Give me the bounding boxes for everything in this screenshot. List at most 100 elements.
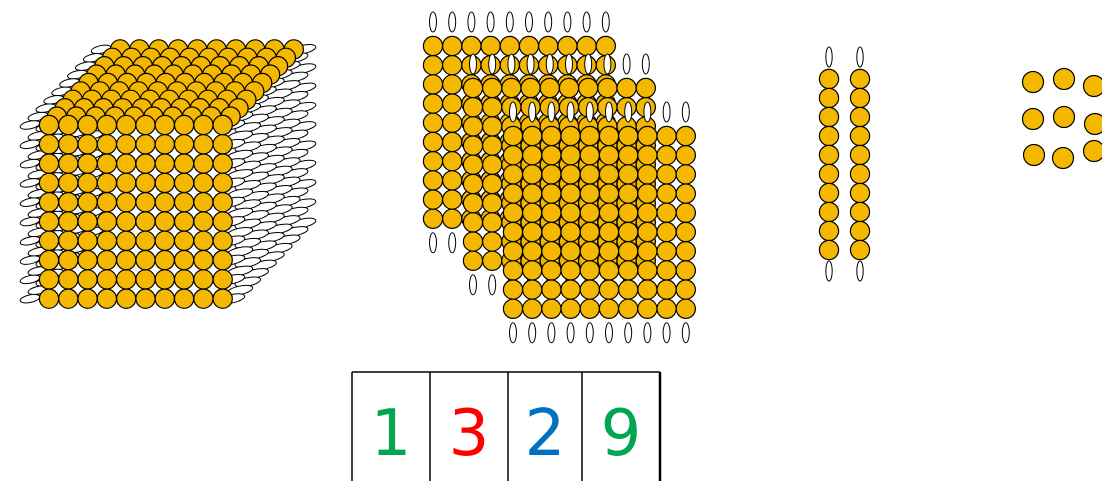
wire-loop [529,323,536,343]
bead [657,165,676,184]
unit-bead [1023,109,1044,130]
bead [503,222,522,241]
bead [542,203,561,222]
wire-loop [470,275,477,295]
bead [579,78,598,97]
wire-loop [449,233,456,253]
bead [850,107,869,126]
bead [483,136,502,155]
bead [423,36,442,55]
bead [676,222,695,241]
bead [636,78,655,97]
bead [39,270,58,289]
bead [638,165,657,184]
wire-loop [470,54,477,74]
bead [819,202,838,221]
bead [59,212,78,231]
bead [577,36,596,55]
bead [155,135,174,154]
bead [676,146,695,165]
bead [503,280,522,299]
wire-loop [430,12,437,32]
bead [676,165,695,184]
bead [561,242,580,261]
bead [443,94,462,113]
bead [59,270,78,289]
bead [819,126,838,145]
bead [596,36,615,55]
bead [117,154,136,173]
bead [175,193,194,212]
wire-loop [606,102,613,122]
bead [443,75,462,94]
bead [558,36,577,55]
bead [78,193,97,212]
bead [819,88,838,107]
bead [523,184,542,203]
bead [155,173,174,192]
bead [175,270,194,289]
bead [502,78,521,97]
unit-bead [1053,148,1074,169]
bead [819,183,838,202]
bead [443,171,462,190]
bead [599,126,618,145]
bead [483,251,502,270]
bead [136,212,155,231]
bead [59,251,78,270]
wire-loop [430,233,437,253]
bead [619,261,638,280]
bead [117,135,136,154]
bead [39,231,58,250]
bead [580,146,599,165]
bead [850,202,869,221]
bead [443,36,462,55]
bead [619,299,638,318]
bead [561,165,580,184]
wire-loop [508,54,515,74]
bead [580,203,599,222]
bead [519,36,538,55]
bead [619,165,638,184]
bead [542,299,561,318]
bead [97,231,116,250]
bead [599,146,618,165]
bead [542,146,561,165]
bead [638,146,657,165]
bead [619,184,638,203]
bead [443,132,462,151]
bead [463,117,482,136]
bead [580,280,599,299]
wire-loop [585,54,592,74]
bead [850,183,869,202]
bead [483,213,502,232]
bead [78,289,97,308]
wire-loop [19,293,40,305]
bead [194,173,213,192]
bead [617,78,636,97]
wire-loop [586,102,593,122]
bead [463,194,482,213]
bead [423,113,442,132]
bead [676,261,695,280]
bead [175,154,194,173]
bead [175,115,194,134]
wire-loop [566,54,573,74]
bead [39,251,58,270]
wire-loop [583,12,590,32]
bead [59,231,78,250]
bead [194,289,213,308]
bead [542,126,561,145]
bead [136,193,155,212]
bead [542,242,561,261]
wire-loop [682,102,689,122]
bead [78,212,97,231]
bead [819,145,838,164]
bead [580,184,599,203]
bead [59,115,78,134]
bead [194,193,213,212]
bead [213,173,232,192]
bead [97,251,116,270]
unit-bead [1085,114,1102,135]
